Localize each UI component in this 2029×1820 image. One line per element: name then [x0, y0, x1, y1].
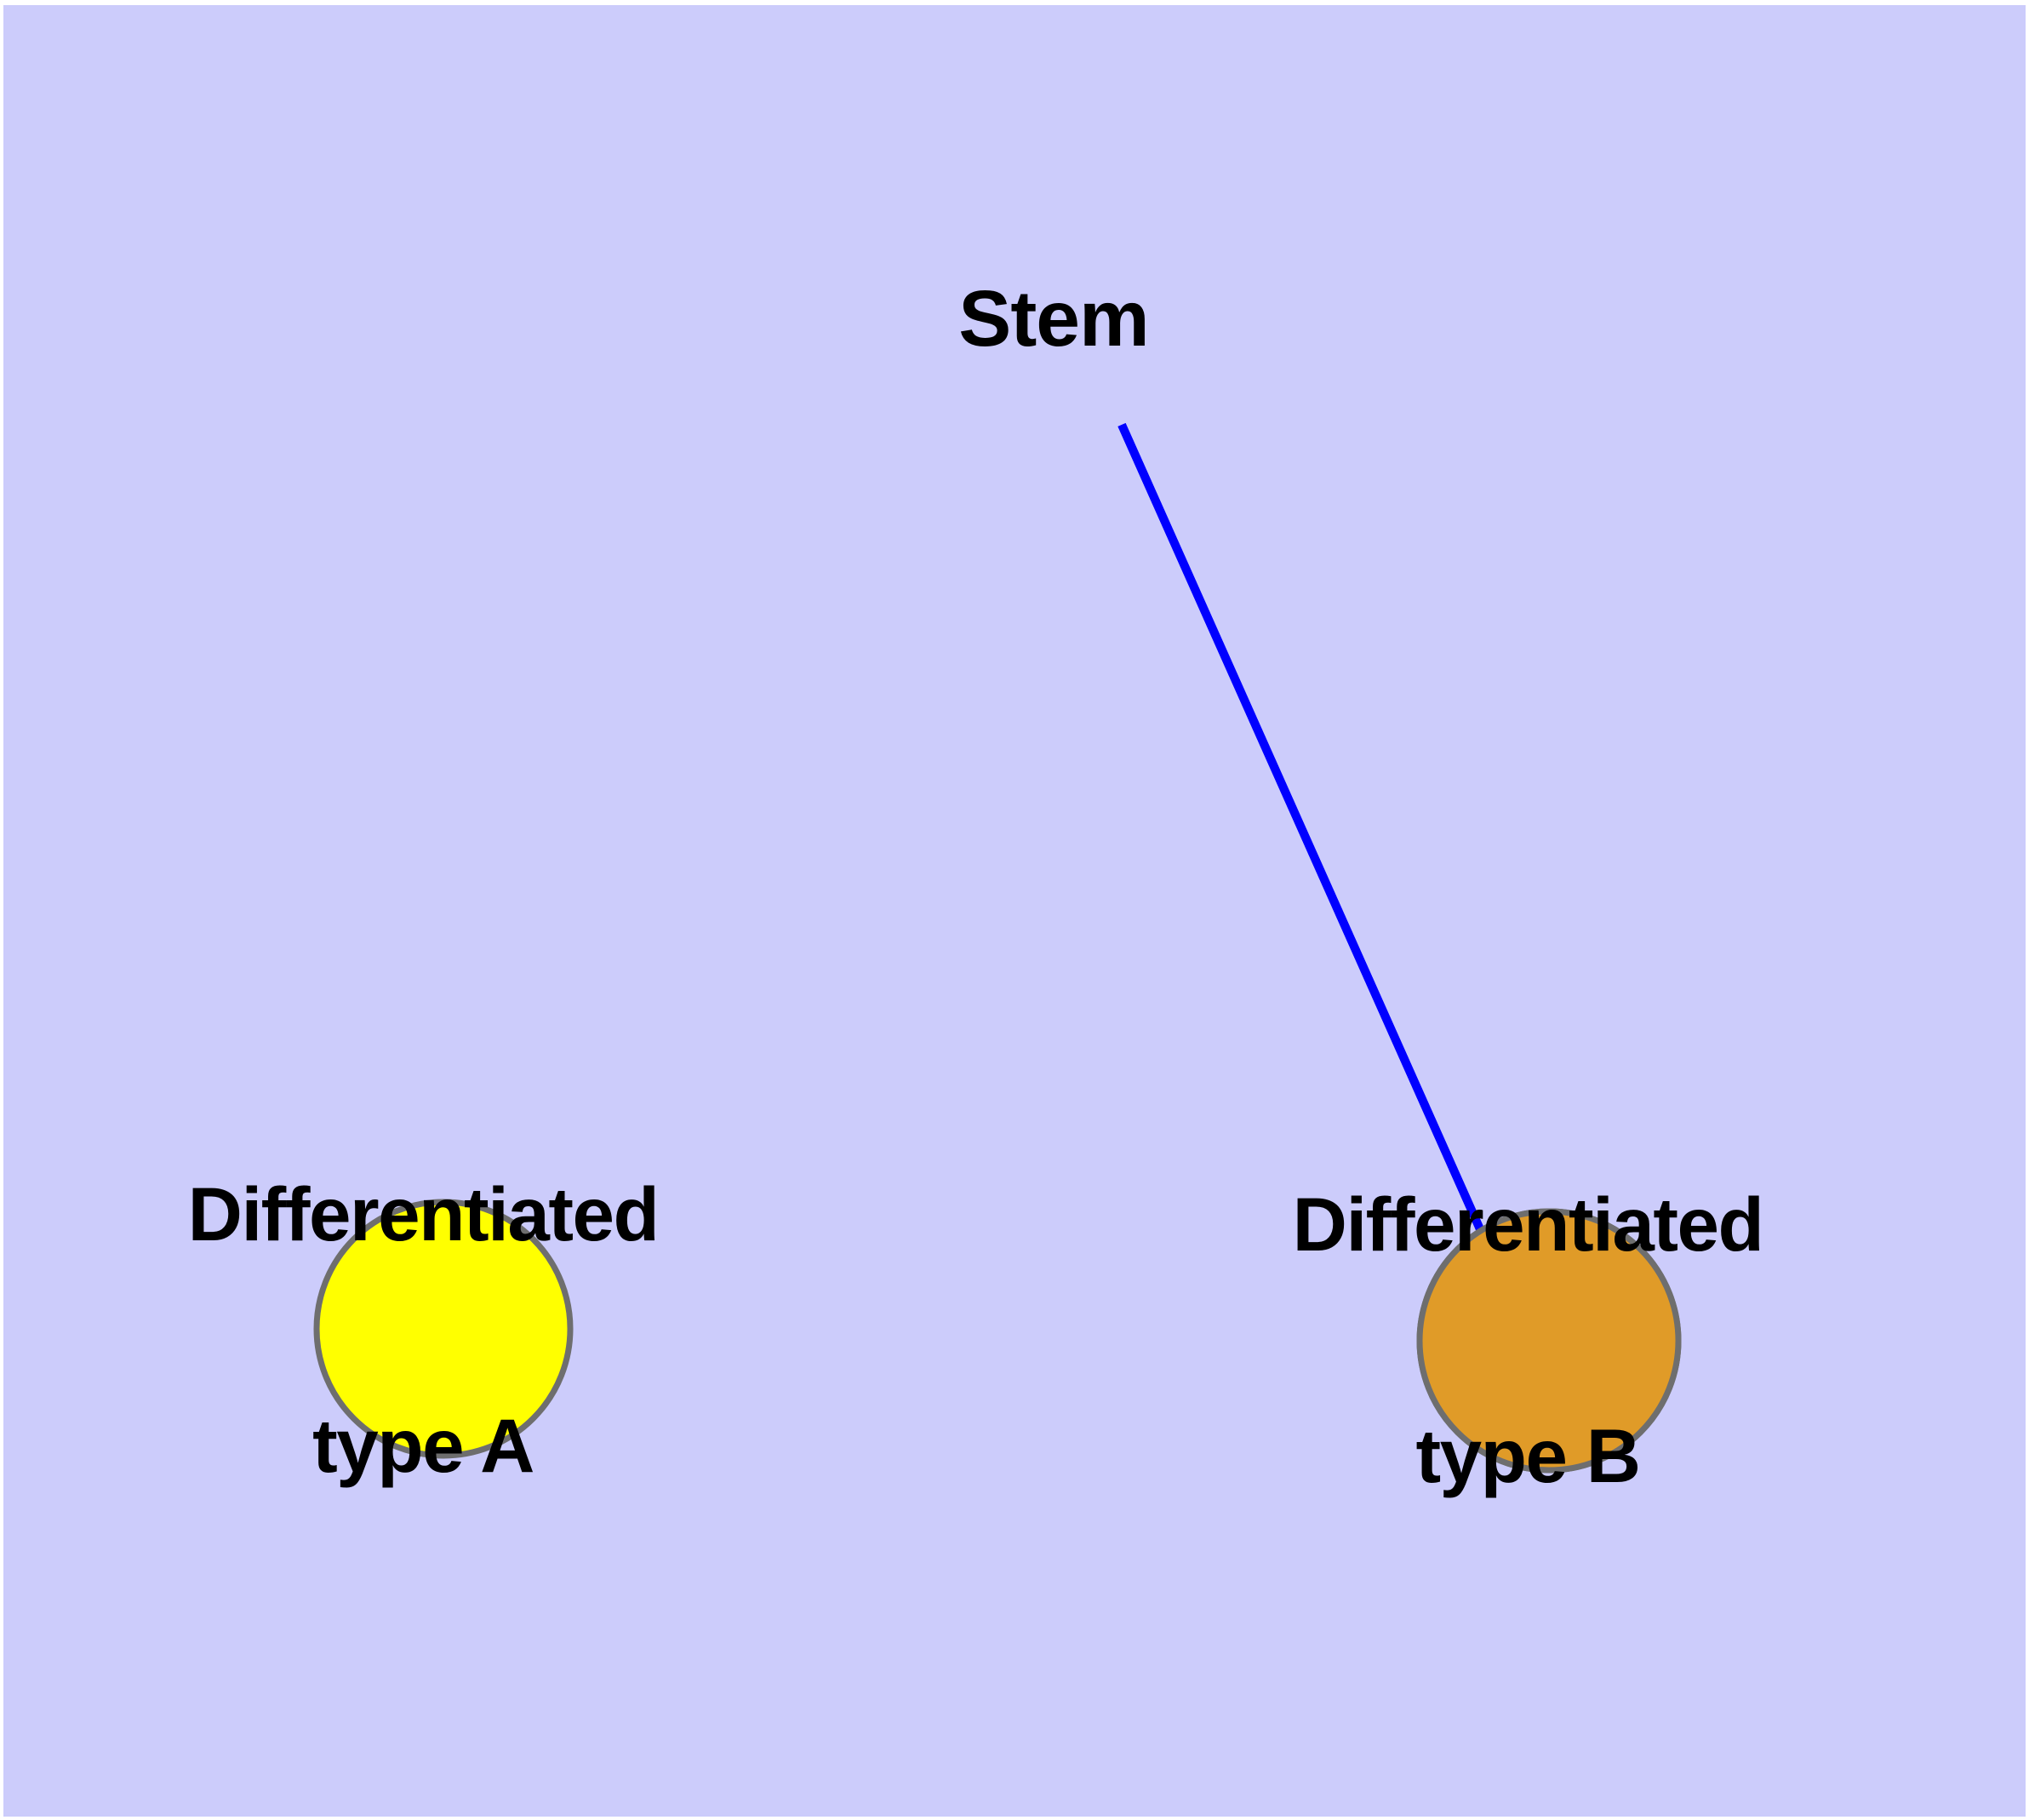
node-stem[interactable]	[313, 1199, 574, 1459]
node-layer	[313, 1199, 1682, 1474]
edge-stem-to-diff-b[interactable]	[1117, 422, 1484, 1232]
diagram-background	[3, 5, 2026, 1817]
node-differentiated-type-b[interactable]	[1416, 1208, 1682, 1474]
edge-layer	[1117, 422, 1484, 1232]
